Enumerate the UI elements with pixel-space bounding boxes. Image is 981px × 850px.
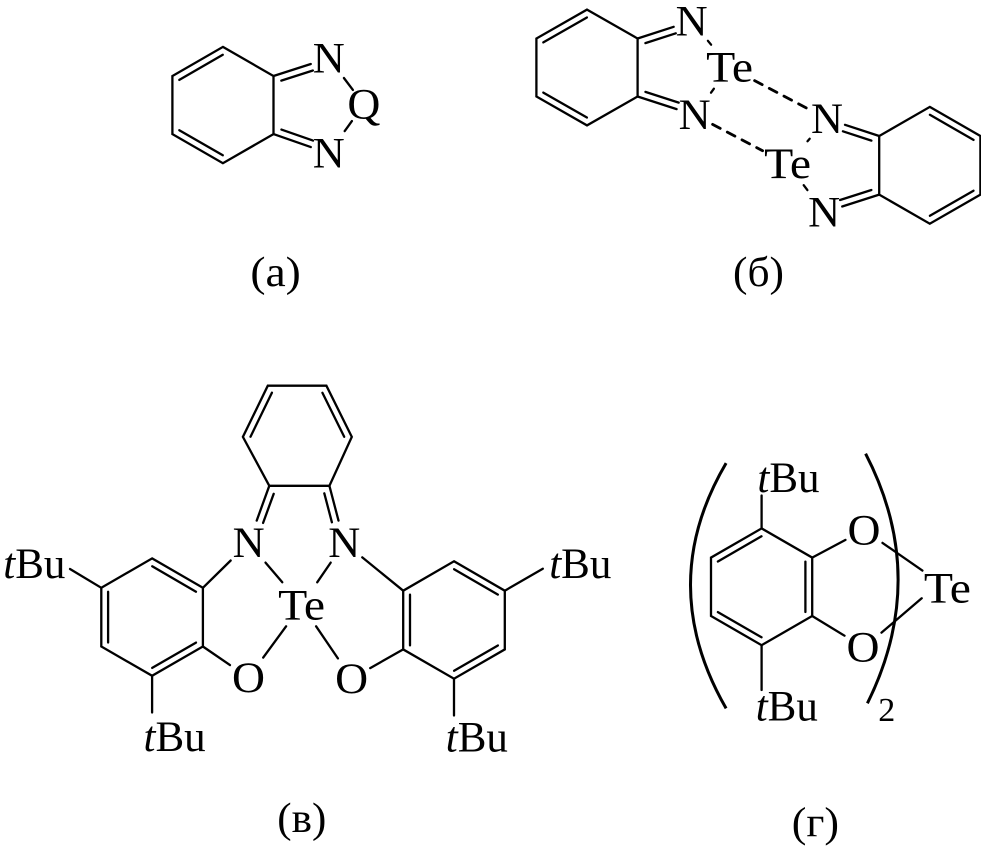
svg-text:N: N: [808, 190, 840, 237]
svg-text:(в): (в): [277, 796, 326, 842]
svg-text:Te: Te: [706, 45, 753, 92]
svg-text:O: O: [232, 655, 265, 702]
svg-text:(a): (a): [250, 250, 301, 296]
svg-text:N: N: [679, 92, 711, 139]
svg-text:O: O: [848, 507, 881, 554]
svg-text:Te: Te: [764, 141, 811, 188]
svg-text:(г): (г): [792, 800, 839, 846]
svg-text:Q: Q: [347, 82, 380, 129]
svg-text:O: O: [335, 656, 368, 703]
svg-text:2: 2: [878, 692, 895, 729]
svg-text:(б): (б): [733, 250, 784, 296]
svg-text:N: N: [313, 131, 345, 178]
svg-text:tBu: tBu: [756, 684, 818, 731]
svg-text:N: N: [676, 0, 708, 45]
svg-text:tBu: tBu: [757, 455, 819, 502]
svg-text:Te: Te: [924, 565, 971, 612]
svg-text:tBu: tBu: [144, 714, 206, 761]
svg-text:N: N: [233, 520, 265, 567]
svg-text:O: O: [847, 624, 880, 671]
svg-text:N: N: [328, 520, 360, 567]
svg-text:tBu: tBu: [446, 715, 508, 762]
svg-text:tBu: tBu: [3, 541, 65, 588]
svg-text:tBu: tBu: [549, 541, 611, 588]
svg-text:N: N: [313, 36, 345, 83]
svg-text:N: N: [811, 96, 843, 143]
svg-text:Te: Te: [278, 582, 325, 629]
